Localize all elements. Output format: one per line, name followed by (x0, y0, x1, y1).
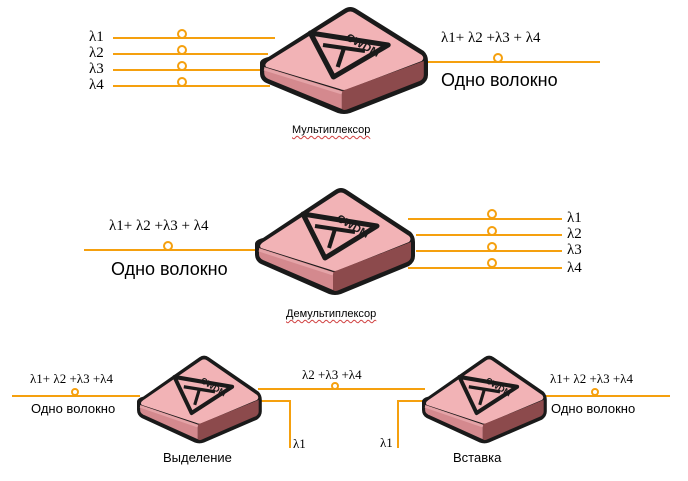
mux-caption: Мультиплексор (292, 124, 371, 136)
drop-device-icon (137, 356, 262, 444)
adddrop-fibers (12, 382, 670, 448)
mux-input-fibers (113, 29, 600, 87)
demux-output-label: λ4 (567, 260, 582, 276)
demux-device-icon (255, 188, 415, 295)
mux-output-signal: λ1+ λ2 +λ3 + λ4 (441, 30, 541, 46)
middle-signal: λ2 +λ3 +λ4 (302, 367, 362, 382)
dropped-wavelength-label: λ1 (293, 436, 306, 451)
add-device-icon (422, 356, 547, 444)
added-wavelength-label: λ1 (380, 435, 393, 450)
demux-input-signal: λ1+ λ2 +λ3 + λ4 (109, 218, 209, 234)
demux-output-label: λ3 (567, 242, 582, 258)
drop-caption: Выделение (163, 450, 232, 465)
drop-input-fiber-label: Одно волокно (31, 401, 116, 416)
demux-output-label: λ1 (567, 210, 582, 226)
mux-input-label: λ1 (89, 29, 104, 45)
mux-input-label: λ4 (89, 77, 104, 93)
mux-input-label: λ3 (89, 61, 104, 77)
add-output-fiber-label: Одно волокно (551, 401, 636, 416)
mux-output-fiber-label: Одно волокно (441, 70, 558, 90)
demux-output-label: λ2 (567, 226, 582, 242)
mux-device-icon (260, 7, 428, 114)
demux-caption: Демультиплексор (286, 308, 377, 320)
add-caption: Вставка (453, 450, 502, 465)
demux-input-fiber-label: Одно волокно (111, 259, 228, 279)
demux-fibers (84, 209, 562, 269)
drop-input-signal: λ1+ λ2 +λ3 +λ4 (30, 371, 113, 386)
mux-input-label: λ2 (89, 45, 104, 61)
add-output-signal: λ1+ λ2 +λ3 +λ4 (550, 371, 633, 386)
